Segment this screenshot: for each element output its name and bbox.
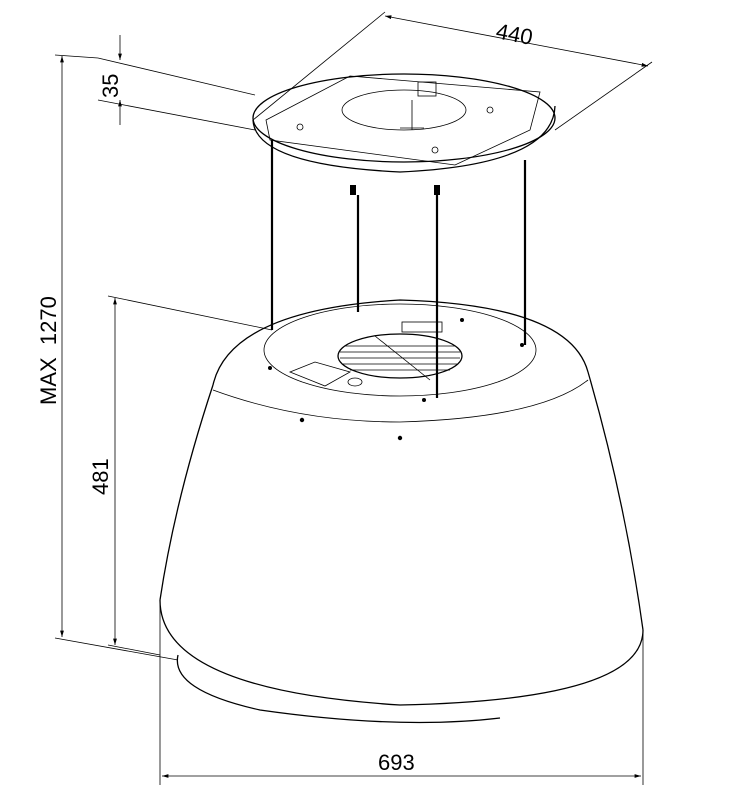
dimension-label-35: 35 [98,74,123,98]
hood-body [159,299,644,724]
dimension-hood-height: 481 [88,295,273,656]
ceiling-mount-plate [252,73,556,195]
dimension-max-height: MAX 1270 [36,54,179,661]
dimension-hood-diameter: 693 [159,600,644,785]
dimension-label-max-1270: MAX 1270 [36,296,61,405]
dimension-label-440: 440 [494,18,535,50]
suspension-rods [270,140,527,398]
dimension-top-diameter: 440 [252,11,653,131]
dimension-plate-height: 35 [97,35,256,131]
dimension-label-481: 481 [88,458,113,495]
dimension-label-693: 693 [378,750,415,775]
